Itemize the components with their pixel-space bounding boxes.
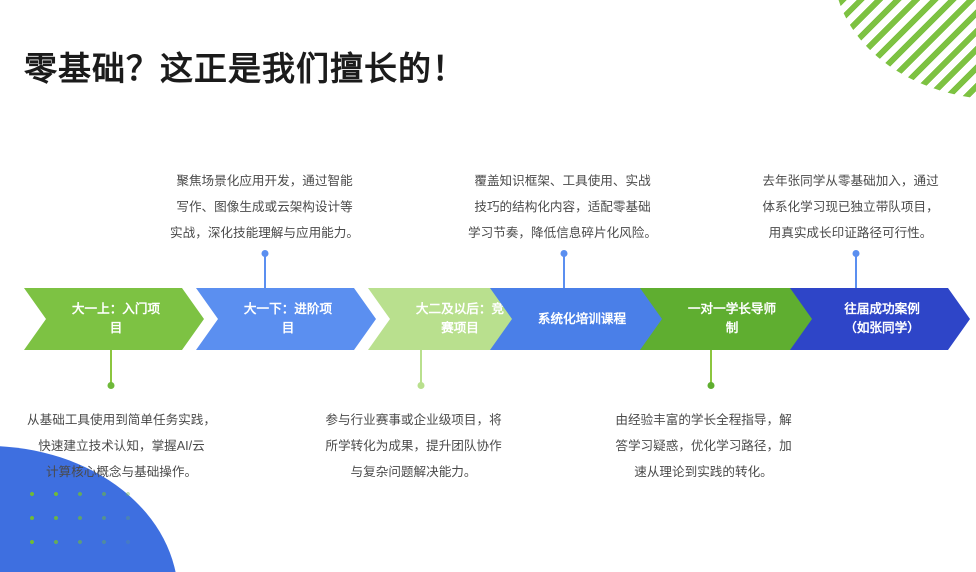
timeline-step-6[interactable]: 往届成功案例 （如张同学） xyxy=(790,288,970,350)
connector-up-1 xyxy=(261,250,269,289)
callout-bottom-1: 从基础工具使用到简单任务实践， 快速建立技术认知，掌握AI/云 计算核心概念与基… xyxy=(27,413,216,479)
connector-dot-icon xyxy=(417,382,425,389)
connector-down-2 xyxy=(417,350,425,389)
timeline-step-label: 大二及以后：竞 赛项目 xyxy=(415,302,505,335)
timeline-step-5[interactable]: 一对一学长导师 制 xyxy=(640,288,820,350)
timeline-row: 大一上：入门项 目 大一下：进阶项 目 大二及以后：竞 赛项目 系统化培训课程 … xyxy=(24,288,954,350)
timeline-step-label: 大一上：入门项 目 xyxy=(71,302,161,335)
callout-top-2: 覆盖知识框架、工具使用、实战 技巧的结构化内容，适配零基础 学习节奏，降低信息碎… xyxy=(468,174,657,240)
timeline-step-4[interactable]: 系统化培训课程 xyxy=(490,288,670,350)
connector-up-2 xyxy=(560,250,568,289)
connector-dot-icon xyxy=(852,250,860,257)
connector-up-3 xyxy=(852,250,860,289)
callout-bottom-2: 参与行业赛事或企业级项目，将 所学转化为成果，提升团队协作 与复杂问题解决能力。 xyxy=(325,413,502,479)
timeline-step-label: 往届成功案例 （如张同学） xyxy=(844,302,920,335)
timeline-step-1[interactable]: 大一上：入门项 目 xyxy=(24,288,204,350)
green-dot-grid-icon xyxy=(18,480,136,560)
connector-dot-icon xyxy=(107,382,115,389)
callout-top-1: 聚焦场景化应用开发，通过智能 写作、图像生成或云架构设计等 实战，深化技能理解与… xyxy=(170,174,359,240)
callout-bottom-3: 由经验丰富的学长全程指导，解 答学习疑惑，优化学习路径，加 速从理论到实践的转化… xyxy=(615,413,792,479)
page-title: 零基础？这正是我们擅长的！ xyxy=(24,50,466,87)
timeline-step-label: 一对一学长导师 制 xyxy=(687,302,777,335)
callout-top-3: 去年张同学从零基础加入，通过 体系化学习现已独立带队项目， 用真实成长印证路径可… xyxy=(762,174,939,240)
timeline-step-label: 系统化培训课程 xyxy=(537,311,627,326)
connector-down-1 xyxy=(107,350,115,389)
connector-dot-icon xyxy=(560,250,568,257)
timeline-step-label: 大一下：进阶项 目 xyxy=(243,302,333,335)
connector-dot-icon xyxy=(261,250,269,257)
timeline-step-2[interactable]: 大一下：进阶项 目 xyxy=(196,288,376,350)
connector-down-3 xyxy=(707,350,715,389)
connector-dot-icon xyxy=(707,382,715,389)
green-stripe-corner-icon xyxy=(834,0,976,100)
